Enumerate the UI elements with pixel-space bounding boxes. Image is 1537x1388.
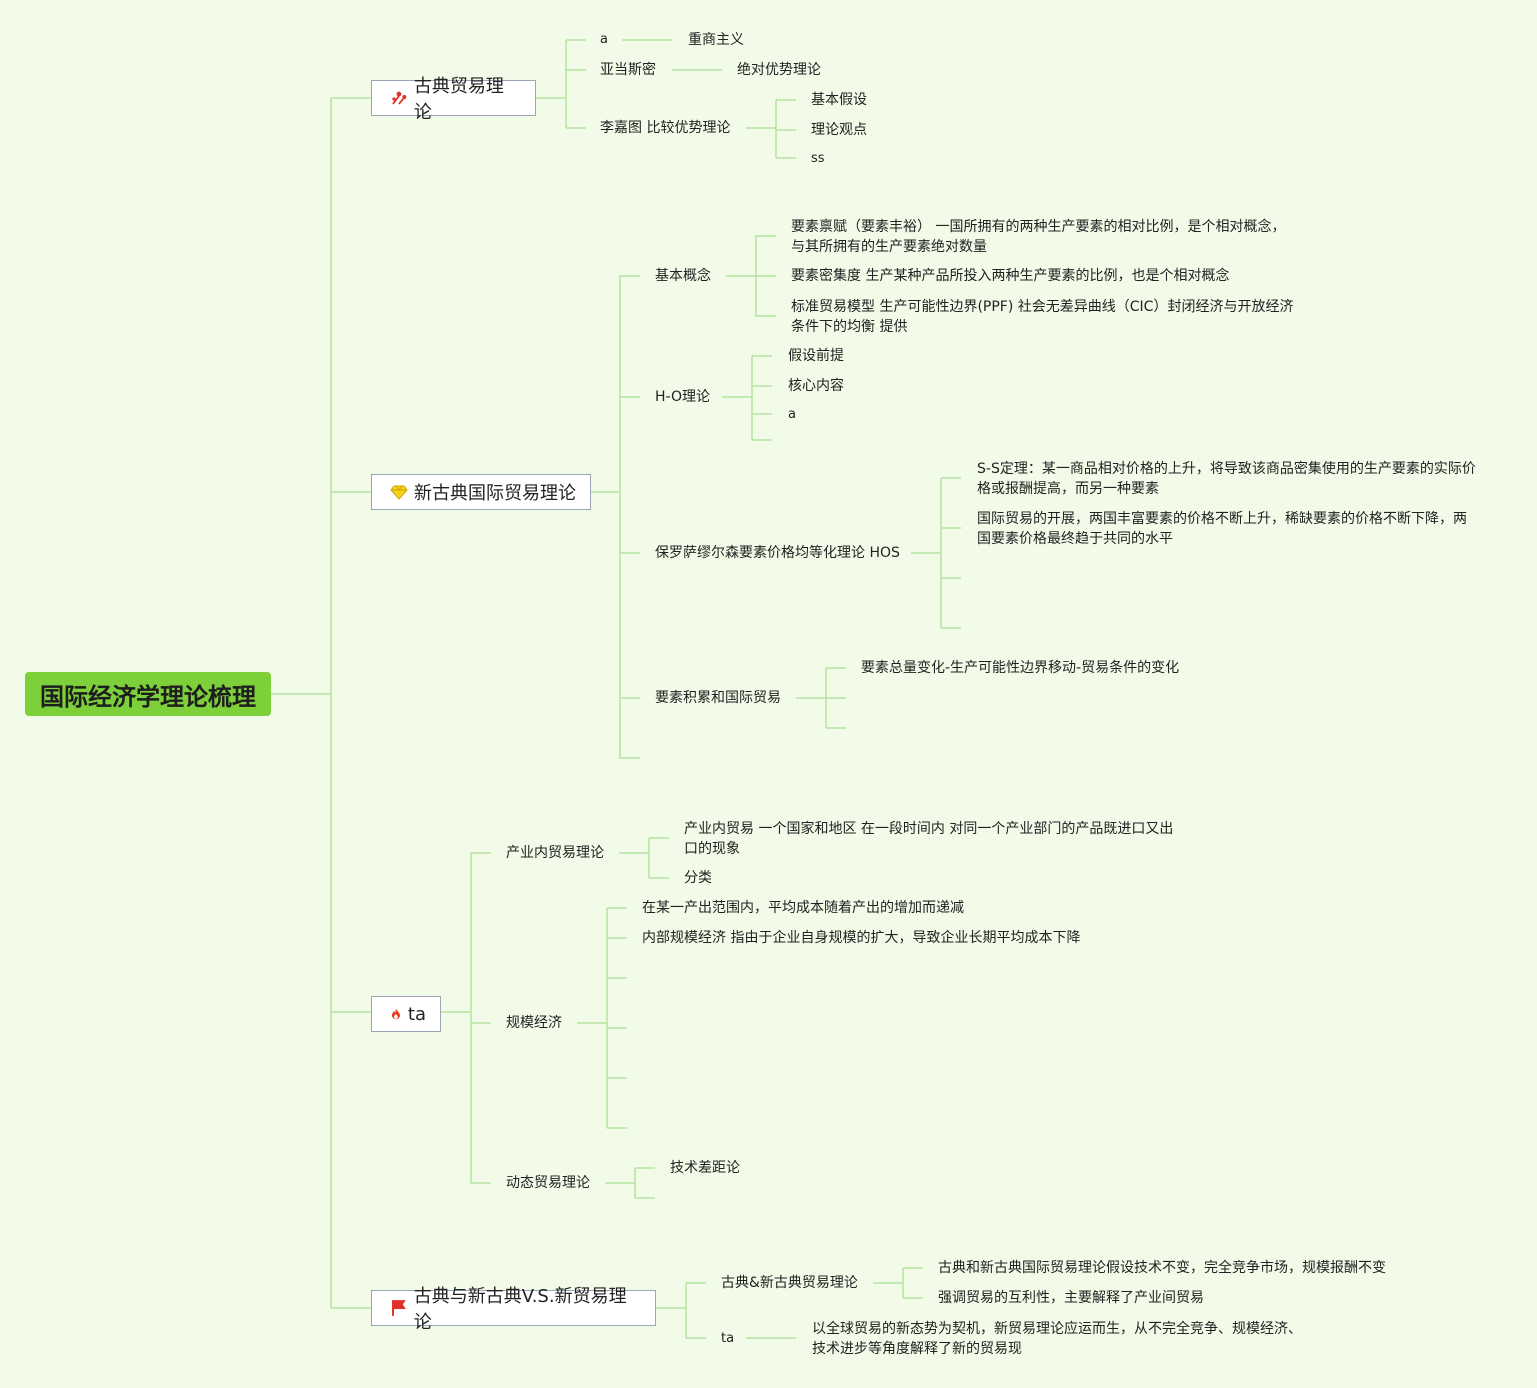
leaf-absolute-advantage[interactable]: 绝对优势理论 bbox=[737, 62, 821, 78]
leaf-ho-a[interactable]: a bbox=[788, 407, 796, 422]
topic-title: ta bbox=[407, 1003, 426, 1025]
subtopic-ta[interactable]: ta bbox=[721, 1331, 735, 1346]
subtopic-adam-smith[interactable]: 亚当斯密 bbox=[600, 62, 656, 78]
leaf-new-trade-theory[interactable]: 以全球贸易的新态势为契机，新贸易理论应运而生，从不完全竞争、规模经济、技术进步等… bbox=[812, 1321, 1302, 1357]
leaf-ricardo-2[interactable]: 理论观点 bbox=[811, 122, 867, 138]
leaf-ricardo-1[interactable]: 基本假设 bbox=[811, 92, 867, 108]
leaf-internal-scale[interactable]: 内部规模经济 指由于企业自身规模的扩大，导致企业长期平均成本下降 bbox=[642, 930, 1081, 946]
leaf-ho-core[interactable]: 核心内容 bbox=[788, 378, 844, 394]
subtopic-economies-of-scale[interactable]: 规模经济 bbox=[506, 1015, 562, 1031]
root-title: 国际经济学理论梳理 bbox=[40, 682, 256, 711]
subtopic-basic-concepts[interactable]: 基本概念 bbox=[655, 268, 711, 284]
topic-title: 古典贸易理论 bbox=[413, 76, 504, 123]
red-flag-icon bbox=[391, 1300, 406, 1316]
topic-title: 新古典国际贸易理论 bbox=[414, 483, 576, 504]
leaf-factor-price-equalization[interactable]: 国际贸易的开展，两国丰富要素的价格不断上升，稀缺要素的价格不断下降，两国要素价格… bbox=[977, 511, 1467, 547]
leaf-ho-assumptions[interactable]: 假设前提 bbox=[788, 348, 844, 364]
leaf-factor-intensity[interactable]: 要素密集度 生产某种产品所投入两种生产要素的比例，也是个相对概念 bbox=[791, 268, 1230, 284]
subtopic-mercantilism-parent[interactable]: a bbox=[600, 32, 608, 47]
subtopic-hos[interactable]: 保罗萨缪尔森要素价格均等化理论 HOS bbox=[655, 545, 900, 561]
subtopic-classical-neoclassical[interactable]: 古典&新古典贸易理论 bbox=[721, 1275, 858, 1291]
topic-ta[interactable]: ta bbox=[371, 996, 441, 1032]
subtopic-dynamic-trade[interactable]: 动态贸易理论 bbox=[506, 1175, 590, 1191]
leaf-ss-theorem[interactable]: S-S定理：某一商品相对价格的上升，将导致该商品密集使用的生产要素的实际价格或报… bbox=[977, 461, 1476, 497]
leaf-standard-trade-model[interactable]: 标准贸易模型 生产可能性边界(PPF) 社会无差异曲线（CIC）封闭经济与开放经… bbox=[791, 299, 1294, 335]
topic-classical-trade[interactable]: 古典贸易理论 bbox=[371, 76, 536, 123]
pins-icon bbox=[392, 91, 407, 105]
leaf-intra-industry-definition[interactable]: 产业内贸易 一个国家和地区 在一段时间内 对同一个产业部门的产品既进口又出口的现… bbox=[684, 821, 1174, 857]
leaf-mutual-benefit[interactable]: 强调贸易的互利性，主要解释了产业间贸易 bbox=[938, 1290, 1204, 1306]
topic-title: 古典与新古典V.S.新贸易理论 bbox=[413, 1286, 627, 1333]
leaf-technology-gap[interactable]: 技术差距论 bbox=[670, 1160, 740, 1176]
subtopic-ho-theory[interactable]: H-O理论 bbox=[655, 389, 710, 405]
leaf-mercantilism[interactable]: 重商主义 bbox=[688, 32, 744, 48]
leaf-factor-endowment[interactable]: 要素禀赋（要素丰裕） 一国所拥有的两种生产要素的相对比例，是个相对概念，与其所拥… bbox=[791, 219, 1286, 255]
leaf-average-cost[interactable]: 在某一产出范围内，平均成本随着产出的增加而递减 bbox=[642, 900, 964, 916]
root-topic[interactable]: 国际经济学理论梳理 bbox=[25, 672, 271, 716]
leaf-factor-total-change[interactable]: 要素总量变化-生产可能性边界移动-贸易条件的变化 bbox=[861, 660, 1180, 676]
fire-icon bbox=[391, 1008, 400, 1020]
leaf-assumptions-unchanged[interactable]: 古典和新古典国际贸易理论假设技术不变，完全竞争市场，规模报酬不变 bbox=[938, 1260, 1386, 1276]
topic-neoclassical-trade[interactable]: 新古典国际贸易理论 bbox=[371, 474, 591, 510]
subtopic-intra-industry[interactable]: 产业内贸易理论 bbox=[506, 845, 604, 861]
diamond-icon bbox=[390, 485, 408, 500]
subtopic-ricardo[interactable]: 李嘉图 比较优势理论 bbox=[600, 120, 731, 136]
topic-classical-vs-new[interactable]: 古典与新古典V.S.新贸易理论 bbox=[371, 1286, 656, 1333]
subtopic-factor-accumulation[interactable]: 要素积累和国际贸易 bbox=[655, 690, 781, 706]
leaf-ricardo-3[interactable]: ss bbox=[811, 151, 825, 166]
leaf-classification[interactable]: 分类 bbox=[684, 870, 712, 886]
